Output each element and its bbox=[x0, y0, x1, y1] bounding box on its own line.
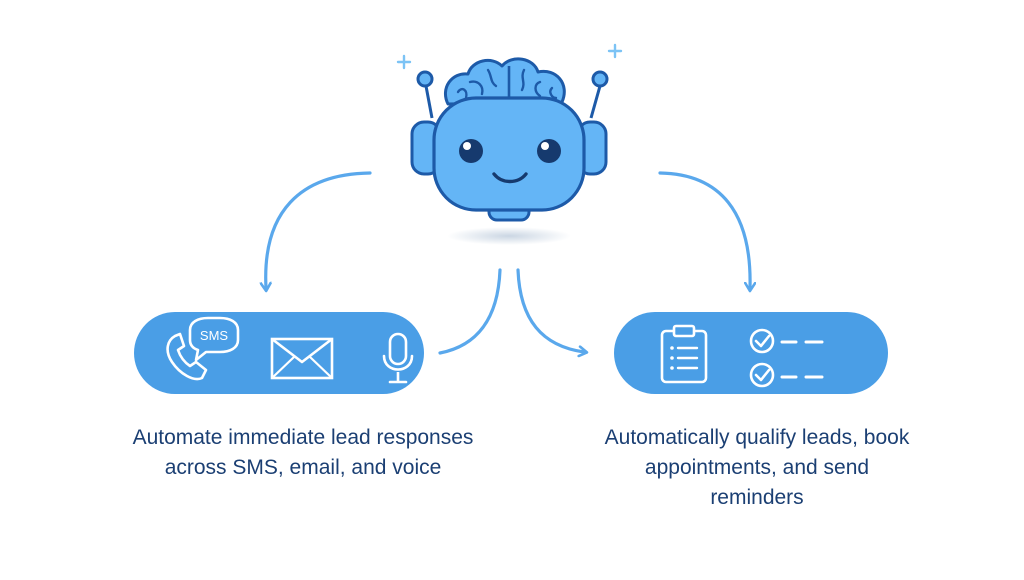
sparkle-icon-left bbox=[396, 54, 412, 70]
email-icon bbox=[270, 337, 334, 380]
robot-eye-left bbox=[459, 139, 483, 163]
arrow-robot-to-tasks bbox=[658, 171, 750, 288]
tasks-pill bbox=[614, 312, 888, 394]
channels-caption-line-1: Automate immediate lead responses bbox=[132, 426, 474, 449]
clipboard-icon bbox=[660, 324, 708, 384]
robot-smile bbox=[492, 172, 528, 184]
channels-pill: SMS bbox=[134, 312, 424, 394]
robot-shadow bbox=[447, 227, 571, 245]
arrow-center-right-branch bbox=[516, 268, 584, 352]
tasks-caption-line-1: Automatically qualify leads, book bbox=[604, 426, 910, 449]
brain-icon bbox=[444, 57, 566, 106]
phone-icon bbox=[166, 332, 208, 381]
arrow-robot-to-channels bbox=[266, 171, 372, 288]
sparkle-icon-right bbox=[607, 43, 623, 59]
antenna-left bbox=[416, 70, 434, 119]
checklist-icon bbox=[749, 328, 824, 388]
sms-bubble-icon: SMS bbox=[188, 316, 240, 362]
antenna-right bbox=[589, 70, 609, 119]
tasks-caption: Automatically qualify leads, book appoin… bbox=[548, 423, 966, 513]
sms-badge-label: SMS bbox=[200, 328, 229, 343]
robot-icon bbox=[410, 57, 609, 222]
microphone-icon bbox=[382, 332, 414, 384]
arrow-center-left-branch bbox=[438, 268, 502, 355]
robot-head bbox=[432, 96, 586, 212]
tasks-caption-line-2: appointments, and send bbox=[644, 456, 870, 479]
robot-eye-right bbox=[537, 139, 561, 163]
tasks-caption-line-3: reminders bbox=[710, 486, 804, 509]
channels-caption: Automate immediate lead responses across… bbox=[80, 423, 526, 483]
channels-caption-line-2: across SMS, email, and voice bbox=[164, 456, 442, 479]
